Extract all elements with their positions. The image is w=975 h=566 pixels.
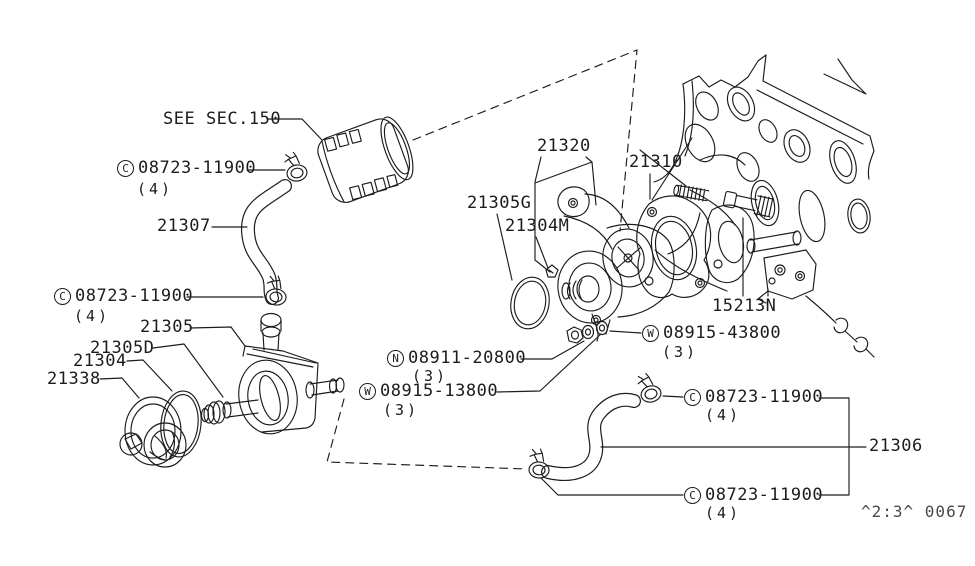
oring-21304 xyxy=(160,390,202,458)
oil-cooler-21305 xyxy=(200,312,345,435)
clip-21304m xyxy=(545,264,559,278)
label-21338: 21338 xyxy=(47,369,101,389)
label-21305g: 21305G xyxy=(467,193,532,213)
part-number: 08723-11900 xyxy=(705,485,824,505)
hose-clamp-icon xyxy=(527,447,552,480)
circle-w-icon: W xyxy=(359,383,376,400)
circle-c-icon: C xyxy=(54,288,71,305)
circle-c-icon: C xyxy=(684,487,701,504)
oil-pump-assembly xyxy=(557,186,675,342)
hose-clamp-icon xyxy=(282,150,309,184)
mounting-stud xyxy=(673,184,710,202)
pump-21338 xyxy=(119,396,187,468)
gasket-21310 xyxy=(636,195,712,299)
label-washer-13800-qty: (3) xyxy=(383,401,420,419)
label-clamp-top-qty: (4) xyxy=(137,180,174,198)
label-nut-20800-qty: (3) xyxy=(412,367,449,385)
hose-21307-inner xyxy=(242,180,291,304)
hose-21306-inner xyxy=(542,394,640,480)
label-clamp-mid: C 08723-11900 xyxy=(54,288,193,305)
part-number: 08915-13800 xyxy=(380,381,499,401)
part-number: 08723-11900 xyxy=(75,286,194,306)
part-number: 08723-11900 xyxy=(705,387,824,407)
label-washer-43800-qty: (3) xyxy=(662,343,699,361)
part-number: 08723-11900 xyxy=(138,158,257,178)
label-clamp-bottom-upper: C 08723-11900 xyxy=(684,389,823,406)
circle-n-icon: N xyxy=(387,350,404,367)
leader-lines xyxy=(99,118,867,496)
label-clamp-bottom-lower-qty: (4) xyxy=(705,504,742,522)
circle-w-icon: W xyxy=(642,325,659,342)
label-21304: 21304 xyxy=(73,351,127,371)
label-nut-20800: N 08911-20800 xyxy=(387,350,526,367)
part-number: 08911-20800 xyxy=(408,348,527,368)
label-21320: 21320 xyxy=(537,136,591,156)
label-15213n: 15213N xyxy=(712,296,777,316)
label-clamp-top: C 08723-11900 xyxy=(117,160,256,177)
circle-c-icon: C xyxy=(117,160,134,177)
drawing-code: ^2:3^ 0067 xyxy=(861,502,968,521)
assembly-dashed-lines xyxy=(326,49,638,470)
label-see-section: SEE SEC.150 xyxy=(163,111,281,128)
circle-c-icon: C xyxy=(684,389,701,406)
engine-block xyxy=(639,54,875,292)
oil-filter xyxy=(317,116,414,203)
nuts-and-washers xyxy=(566,320,609,344)
harness-wire xyxy=(805,295,875,358)
label-21306: 21306 xyxy=(869,436,923,456)
oring-21305g xyxy=(510,276,550,330)
label-clamp-bottom-upper-qty: (4) xyxy=(705,406,742,424)
oil-pressure-switch xyxy=(722,190,775,218)
label-clamp-mid-qty: (4) xyxy=(74,307,111,325)
label-21307: 21307 xyxy=(157,216,211,236)
label-washer-13800: W 08915-13800 xyxy=(359,383,498,400)
label-clamp-bottom-lower: C 08723-11900 xyxy=(684,487,823,504)
label-washer-43800: W 08915-43800 xyxy=(642,325,781,342)
connector-bracket-15213n xyxy=(746,230,817,304)
part-number: 08915-43800 xyxy=(663,323,782,343)
label-21310: 21310 xyxy=(629,152,683,172)
label-21305: 21305 xyxy=(140,317,194,337)
label-21304m: 21304M xyxy=(505,216,570,236)
see-section-text: SEE SEC.150 xyxy=(163,109,282,129)
label-21305d: 21305D xyxy=(90,338,155,358)
